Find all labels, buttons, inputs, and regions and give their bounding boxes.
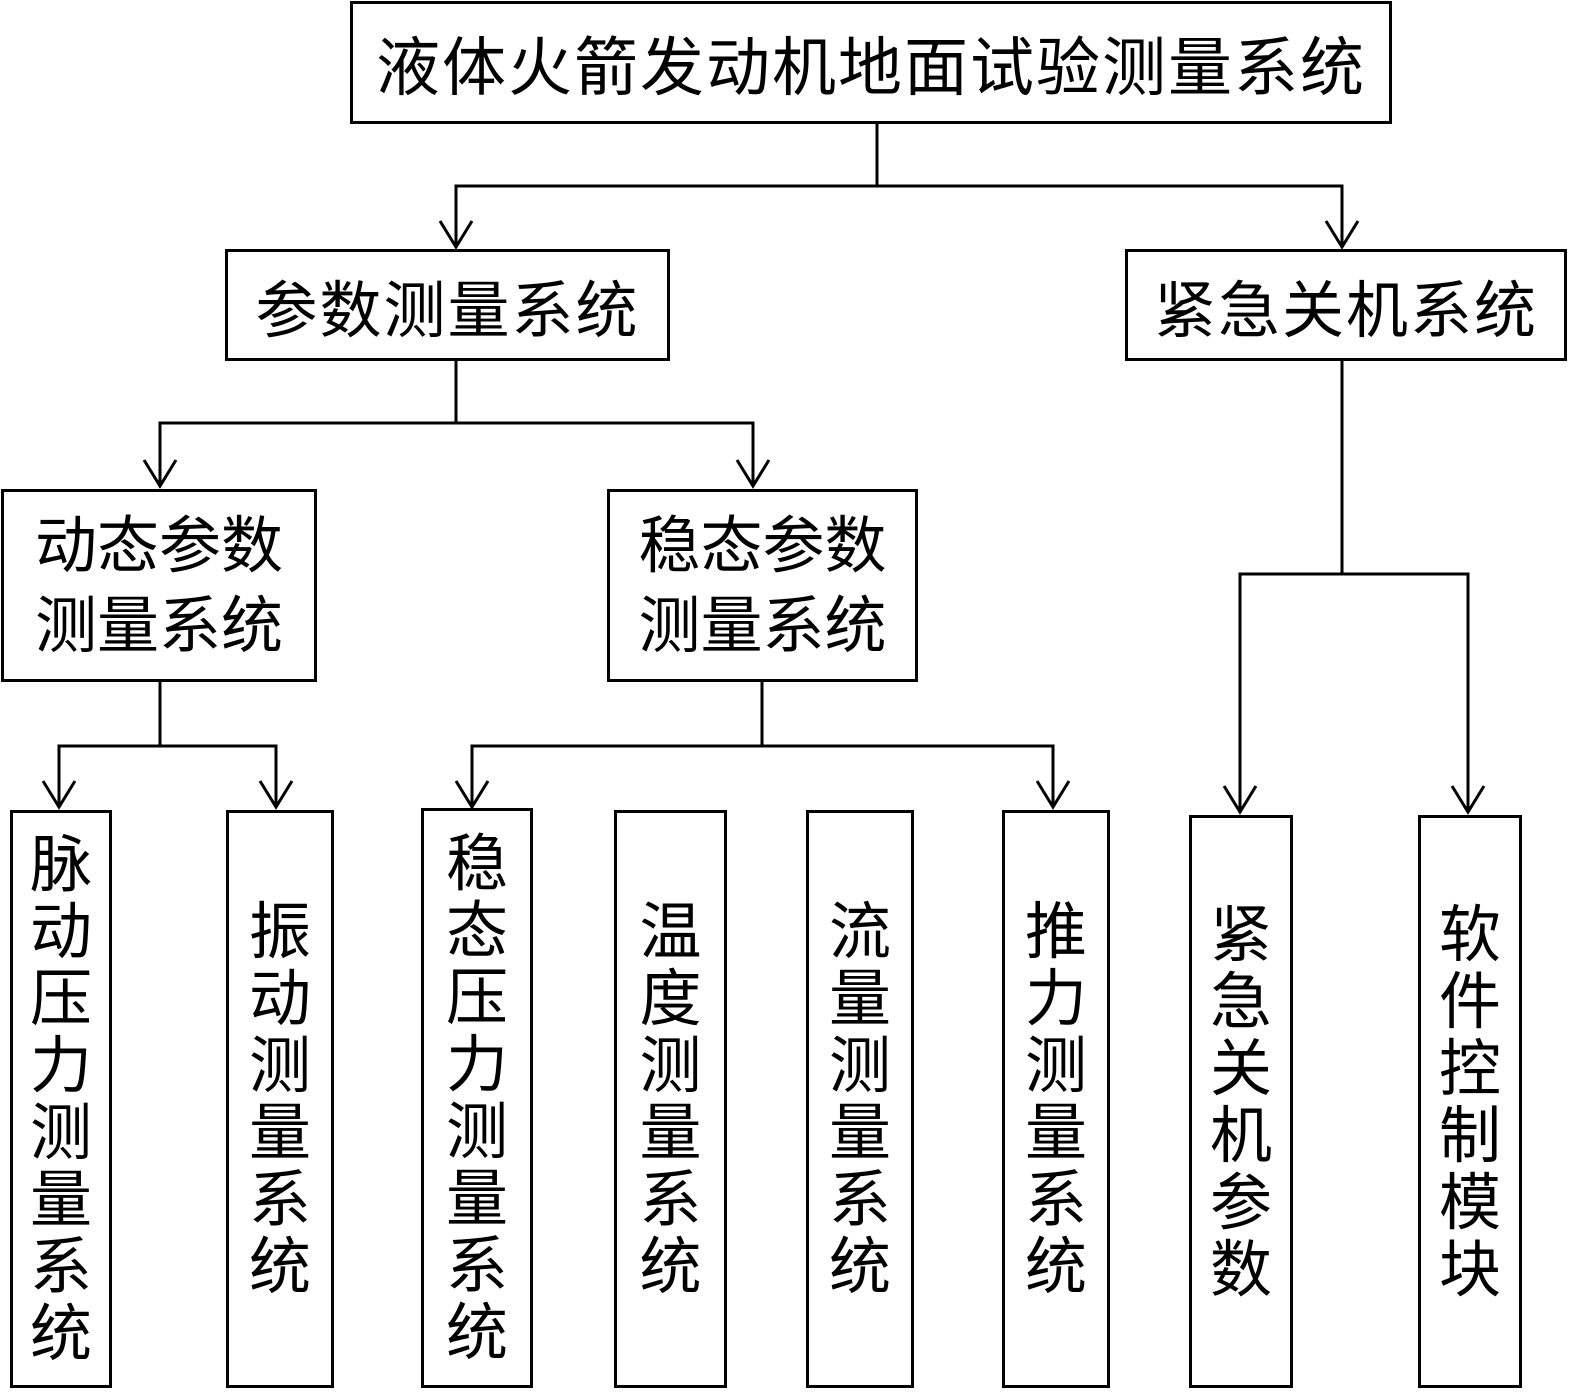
leaf-steady-pressure: 稳态压力测量系统 bbox=[421, 808, 533, 1388]
leaf-vibration-label: 振动测量系统 bbox=[249, 895, 312, 1303]
arrowhead bbox=[1035, 780, 1071, 810]
leaf-software-control: 软件控制模块 bbox=[1418, 815, 1522, 1388]
leaf-thrust-label: 推力测量系统 bbox=[1025, 895, 1088, 1303]
arrowhead bbox=[454, 780, 490, 810]
edge-root-emergency bbox=[875, 184, 1344, 247]
edge-emergency-shutdown bbox=[1238, 358, 1344, 812]
edge-steady-thrust bbox=[760, 744, 1055, 807]
leaf-vibration: 振动测量系统 bbox=[226, 810, 334, 1388]
leaf-flow: 流量测量系统 bbox=[806, 810, 914, 1388]
leaf-software-control-label: 软件控制模块 bbox=[1439, 897, 1502, 1306]
node-root-label: 液体火箭发动机地面试验测量系统 bbox=[376, 31, 1366, 106]
arrowhead bbox=[735, 459, 771, 489]
leaf-thrust: 推力测量系统 bbox=[1002, 810, 1110, 1388]
arrowhead bbox=[1222, 785, 1258, 815]
leaf-pulse-pressure: 脉动压力测量系统 bbox=[10, 810, 112, 1388]
arrowhead bbox=[41, 780, 77, 810]
leaf-pulse-pressure-label: 脉动压力测量系统 bbox=[30, 828, 93, 1370]
edge-param-steady bbox=[454, 421, 755, 486]
node-emergency-shutdown: 紧急关机系统 bbox=[1125, 249, 1567, 361]
leaf-shutdown-params: 紧急关机参数 bbox=[1189, 815, 1293, 1388]
edge-dynamic-vibration bbox=[158, 744, 278, 807]
arrowhead bbox=[258, 780, 294, 810]
node-root: 液体火箭发动机地面试验测量系统 bbox=[350, 1, 1392, 124]
leaf-shutdown-params-label: 紧急关机参数 bbox=[1210, 897, 1273, 1306]
arrowhead bbox=[1450, 785, 1486, 815]
node-steady-param: 稳态参数测量系统 bbox=[607, 489, 918, 682]
edge-dynamic-pulse bbox=[57, 679, 162, 807]
edge-steady-pressure bbox=[470, 679, 764, 807]
node-dynamic-param-label: 动态参数测量系统 bbox=[34, 508, 283, 662]
edge-root-param bbox=[454, 121, 879, 247]
node-param-measurement: 参数测量系统 bbox=[225, 249, 670, 361]
arrowhead bbox=[1324, 220, 1360, 250]
node-steady-param-label: 稳态参数测量系统 bbox=[638, 508, 887, 662]
leaf-steady-pressure-label: 稳态压力测量系统 bbox=[446, 827, 509, 1369]
leaf-temperature-label: 温度测量系统 bbox=[639, 895, 702, 1303]
node-param-measurement-label: 参数测量系统 bbox=[255, 274, 640, 347]
leaf-temperature: 温度测量系统 bbox=[614, 810, 727, 1388]
arrowhead bbox=[438, 220, 474, 250]
leaf-flow-label: 流量测量系统 bbox=[829, 895, 892, 1303]
node-dynamic-param: 动态参数测量系统 bbox=[1, 489, 317, 682]
arrowhead bbox=[142, 459, 178, 489]
edge-param-dynamic bbox=[158, 358, 458, 486]
edge-emergency-software bbox=[1340, 572, 1470, 812]
node-emergency-shutdown-label: 紧急关机系统 bbox=[1153, 274, 1538, 347]
